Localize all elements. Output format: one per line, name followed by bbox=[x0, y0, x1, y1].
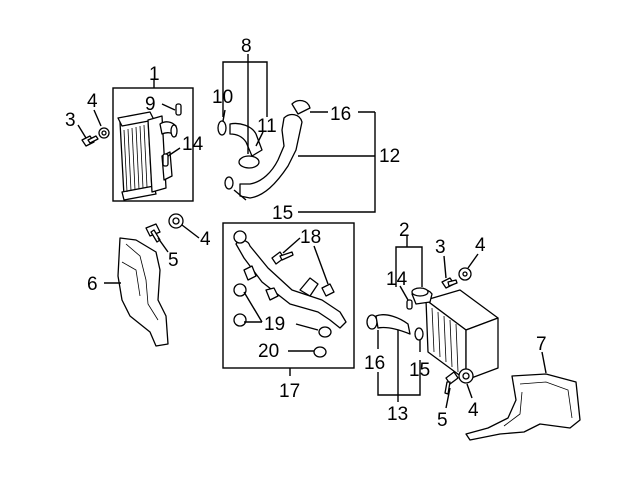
o-ring-part-15-right bbox=[414, 327, 424, 341]
callout-19: 19 bbox=[264, 314, 285, 335]
clamp-part-16-right bbox=[366, 314, 378, 330]
nut-part-4-left bbox=[98, 127, 110, 139]
callout-12: 12 bbox=[379, 146, 400, 167]
air-duct-part-7 bbox=[465, 373, 581, 441]
callout-16-right: 16 bbox=[364, 353, 385, 374]
air-duct-part-6 bbox=[117, 237, 169, 347]
clip-part-14-left bbox=[162, 153, 169, 167]
hose-part-12 bbox=[239, 113, 303, 199]
callout-13: 13 bbox=[387, 404, 408, 425]
clamp-part-16-top bbox=[291, 99, 311, 115]
callout-6: 6 bbox=[87, 274, 98, 295]
callout-16-top: 16 bbox=[330, 104, 351, 125]
bolt-part-5-left bbox=[145, 223, 161, 243]
callout-4-right-top: 4 bbox=[475, 235, 486, 256]
grommet-part-19-b bbox=[233, 313, 247, 327]
callout-4-right-bottom: 4 bbox=[468, 400, 479, 421]
callout-15-right: 15 bbox=[409, 360, 430, 381]
callout-9: 9 bbox=[145, 94, 156, 115]
callout-10: 10 bbox=[212, 87, 233, 108]
callout-1: 1 bbox=[149, 64, 160, 85]
callout-3-left: 3 bbox=[65, 110, 76, 131]
bolt-part-5-right bbox=[444, 371, 459, 395]
callout-15-top: 15 bbox=[272, 203, 293, 224]
o-ring-part-10 bbox=[217, 120, 227, 136]
bolt-part-18-b bbox=[321, 283, 335, 297]
callout-17: 17 bbox=[279, 381, 300, 402]
pipe-assembly-group-box bbox=[222, 222, 355, 369]
clip-part-9 bbox=[175, 103, 182, 116]
callout-labels: 1 2 3 3 4 4 4 4 4 5 5 6 7 8 9 10 11 12 1… bbox=[65, 36, 547, 431]
hose-clamp-part-8 bbox=[238, 155, 260, 169]
intercooler-left-group-box bbox=[112, 87, 194, 202]
nut-part-4-right-top bbox=[458, 267, 472, 281]
callout-8: 8 bbox=[241, 36, 252, 57]
callout-14-right: 14 bbox=[386, 269, 408, 290]
callout-3-right: 3 bbox=[435, 237, 446, 258]
callout-2: 2 bbox=[399, 220, 410, 241]
o-ring-part-15-top bbox=[224, 176, 234, 190]
nut-part-4-mid bbox=[168, 213, 184, 229]
right-intercooler bbox=[411, 287, 499, 381]
clip-part-14-right bbox=[406, 299, 413, 310]
bolt-part-3-right bbox=[441, 277, 458, 289]
callout-20: 20 bbox=[258, 341, 279, 362]
callout-5-right: 5 bbox=[437, 410, 448, 431]
nut-part-4-right-bottom bbox=[458, 368, 474, 384]
callout-4-left: 4 bbox=[87, 91, 98, 112]
callout-7: 7 bbox=[536, 334, 547, 355]
nut-part-20 bbox=[313, 346, 327, 358]
charge-pipe-assembly bbox=[233, 230, 347, 329]
callout-5-left: 5 bbox=[168, 250, 179, 271]
left-intercooler bbox=[117, 111, 178, 201]
callout-18: 18 bbox=[300, 227, 321, 248]
grommet-part-19-c bbox=[318, 326, 332, 338]
bolt-part-18-a bbox=[271, 251, 294, 265]
callout-11: 11 bbox=[257, 116, 277, 137]
bolt-part-3-left bbox=[81, 135, 99, 147]
leader-lines bbox=[77, 54, 547, 409]
callout-4-mid: 4 bbox=[200, 229, 211, 250]
grommet-part-19-a bbox=[233, 283, 247, 297]
callout-14-left: 14 bbox=[182, 134, 204, 155]
hose-part-13 bbox=[375, 314, 411, 335]
